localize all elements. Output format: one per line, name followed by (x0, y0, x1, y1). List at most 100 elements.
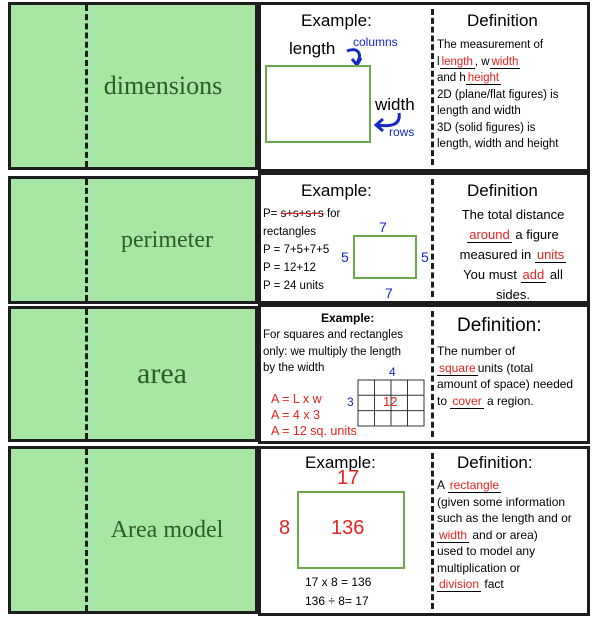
definition-line: measured in units (437, 245, 589, 265)
definition-line: (given some information (437, 494, 566, 509)
suffix: fact (484, 577, 504, 591)
answer-division: division (437, 577, 482, 592)
answer-units: units (534, 247, 567, 263)
prefix: P= (263, 208, 281, 220)
work-line: For squares and rectangles (263, 329, 403, 341)
fold-line (85, 5, 88, 167)
vocab-card-dimensions: dimensions (8, 2, 258, 170)
fold-line (431, 9, 434, 165)
suffix: for rectangles (263, 208, 341, 238)
struck-formula: s+s+s+s (280, 208, 324, 220)
equation-line: 17 x 8 = 136 (305, 575, 372, 589)
side-left: 5 (341, 249, 349, 265)
example-heading: Example: (321, 311, 375, 325)
width-label: width (375, 95, 415, 114)
equation-line: 136 ÷ 8= 17 (305, 594, 369, 608)
side-right: 5 (421, 249, 429, 265)
definition-line: around a figure (437, 225, 589, 245)
vocab-term: Area model (110, 516, 224, 543)
perimeter-work: P= s+s+s+s for rectangles P = 7+5+7+5 P … (263, 205, 359, 295)
perimeter-rectangle (353, 235, 417, 279)
fold-line (431, 453, 434, 609)
prefix: A (437, 478, 445, 492)
definition-heading: Definition: (457, 315, 542, 336)
equation-line: A = L x w (271, 392, 322, 406)
definition-text: A rectangle (given some information such… (437, 477, 591, 593)
vocab-term: dimensions (103, 71, 223, 100)
equation-line: A = 12 sq. units (271, 424, 357, 438)
answer-length: length (439, 55, 475, 69)
rows-arrow-icon (373, 112, 401, 133)
definition-line: 3D (solid figures) is (437, 121, 536, 134)
definition-line: sides. (496, 287, 530, 302)
definition-card-perimeter: Example: Definition P= s+s+s+s for recta… (258, 172, 590, 304)
prefix: You must (463, 267, 517, 282)
model-center-label: 136 (331, 517, 365, 539)
answer-around: around (467, 227, 512, 243)
work-line: P = 12+12 (263, 262, 316, 274)
definition-text: The total distance around a figure measu… (437, 205, 589, 305)
area-equations: A = L x w A = 4 x 3 A = 12 sq. units (271, 391, 357, 439)
definition-heading: Definition: (457, 453, 533, 472)
prefix: and h (437, 72, 466, 84)
answer-width: width (437, 527, 470, 543)
area-work: For squares and rectangles only: we mult… (263, 327, 431, 377)
vocab-term: perimeter (121, 226, 213, 253)
model-equations: 17 x 8 = 136 136 ÷ 8= 17 (305, 573, 371, 611)
answer-add: add (520, 267, 547, 283)
model-left-label: 8 (279, 517, 291, 539)
answer-width: width (489, 55, 521, 69)
definition-line: division fact (437, 576, 591, 593)
vocab-card-area-model: Area model (8, 446, 258, 614)
definition-line: such as the length and or (437, 511, 572, 525)
definition-line: 2D (plane/flat figures) is (437, 88, 559, 101)
definition-line: width and or area) (437, 527, 591, 544)
equation-line: A = 4 x 3 (271, 408, 320, 422)
answer-height: height (465, 72, 502, 85)
definition-line: multiplication or (437, 560, 521, 575)
example-heading: Example: (301, 11, 372, 30)
definition-heading: Definition (467, 11, 538, 30)
work-line: only: we multiply the length (263, 345, 402, 358)
example-heading: Example: (301, 181, 372, 200)
vocab-card-area: area (8, 306, 258, 442)
fold-line (85, 179, 88, 301)
work-line: by the width (263, 362, 325, 374)
definition-line: length, width and height (437, 138, 559, 150)
fold-line (431, 311, 434, 437)
side-bottom: 7 (385, 285, 393, 301)
grid-center-label: 12 (383, 394, 398, 409)
length-label: length (289, 39, 336, 58)
suffix: a region. (487, 393, 534, 408)
prefix: l (437, 55, 440, 68)
example-heading: Example: (305, 453, 376, 472)
definition-line: to cover a region. (437, 393, 591, 410)
prefix: to (437, 393, 448, 408)
fold-line (85, 449, 88, 611)
definition-card-dimensions: Example: Definition length columns width… (258, 2, 590, 172)
prefix: , w (474, 55, 490, 68)
vocab-card-perimeter: perimeter (8, 176, 258, 304)
suffix: a figure (515, 227, 559, 242)
definition-card-area-model: Example: Definition: 17 8 136 17 x 8 = 1… (258, 446, 590, 616)
suffix: units (total (477, 360, 534, 375)
rectangle-diagram (265, 65, 371, 143)
side-top: 7 (379, 219, 387, 235)
definition-card-area: Example: Definition: For squares and rec… (258, 304, 590, 444)
definition-line: length and width (437, 105, 521, 117)
unit-grid (357, 379, 425, 427)
grid-top-label: 4 (389, 365, 396, 379)
answer-rectangle: rectangle (447, 478, 502, 493)
work-line: P = 24 units (263, 280, 324, 292)
suffix: all (549, 267, 563, 282)
model-top-label: 17 (337, 467, 360, 489)
work-line: P= s+s+s+s for rectangles (263, 205, 359, 241)
definition-line: The total distance (461, 207, 565, 222)
fold-line (431, 179, 434, 297)
definition-line: You must add all (437, 265, 589, 285)
